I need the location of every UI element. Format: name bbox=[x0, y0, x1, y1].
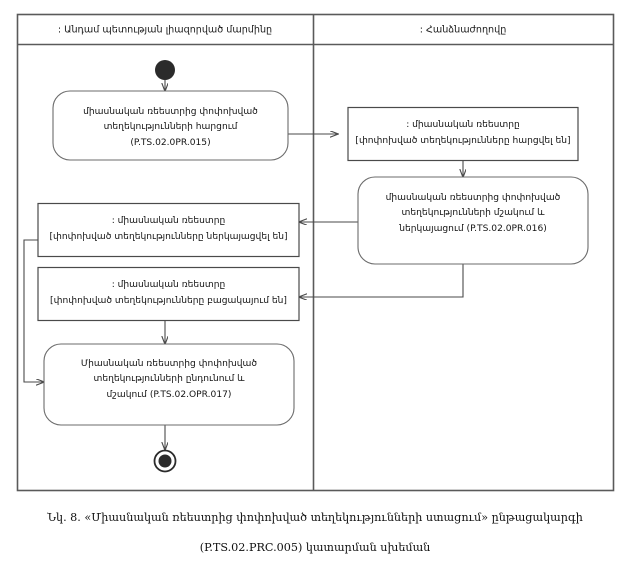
activity-2-line3: ներկայացում (P.TS.02.0PR.016) bbox=[398, 224, 547, 234]
activity-2-line2: տեղեկությունների մշակում և bbox=[402, 208, 546, 218]
state-3-line1: : միասնական ռեեստրը bbox=[112, 280, 226, 290]
activity-2-shape[interactable] bbox=[357, 176, 589, 265]
activity-1-line1: միասնական ռեեստրից փոփոխված bbox=[83, 107, 258, 117]
state-2-line1: : միասնական ռեեստրը bbox=[112, 216, 226, 226]
final-node-core bbox=[158, 454, 172, 468]
activity-1-shape[interactable] bbox=[52, 90, 289, 161]
object-state-node-1[interactable]: : միասնական ռեեստրը [փոփոխված տեղեկությո… bbox=[347, 106, 579, 162]
activity-1-line3: (P.TS.02.0PR.015) bbox=[130, 138, 210, 148]
figure-caption-line-1: Նկ. 8. «Միասնական ռեեստրից փոփոխված տեղե… bbox=[46, 511, 583, 524]
activity-3-line3: մշակում (P.TS.02.OPR.017) bbox=[107, 390, 232, 400]
figure-caption-line-2: (P.TS.02.PRC.005) կատարման սխեման bbox=[200, 541, 431, 554]
state-1-shape[interactable] bbox=[347, 106, 579, 162]
initial-node bbox=[155, 60, 175, 80]
state-2-line2: [փոփոխված տեղեկությունները ներկայացվել ե… bbox=[49, 232, 287, 242]
lane-title-right: : Հանձնաժողովը bbox=[420, 25, 507, 36]
activity-node-2[interactable]: միասնական ռեեստրից փոփոխված տեղեկություն… bbox=[357, 176, 589, 265]
activity-1-line2: տեղեկությունների հարցում bbox=[104, 122, 238, 132]
edge-state2-to-activity3 bbox=[23, 239, 44, 382]
final-node-ring bbox=[153, 449, 177, 473]
activity-3-line2: տեղեկությունների ընդունում և bbox=[93, 374, 245, 384]
state-2-shape[interactable] bbox=[37, 202, 300, 258]
lane-title-left: : Անդամ պետության լիազորված մարմինը bbox=[58, 25, 272, 36]
activity-node-1[interactable]: միասնական ռեեստրից փոփոխված տեղեկություն… bbox=[52, 90, 289, 161]
activity-3-line1: Միասնական ռեեստրից փոփոխված bbox=[81, 359, 257, 369]
edge-activity2-to-state3 bbox=[299, 264, 464, 297]
activity-2-line1: միասնական ռեեստրից փոփոխված bbox=[386, 193, 561, 203]
object-state-node-2[interactable]: : միասնական ռեեստրը [փոփոխված տեղեկությո… bbox=[37, 202, 300, 258]
control-flow-edges bbox=[23, 80, 464, 450]
object-state-node-3[interactable]: : միասնական ռեեստրը [փոփոխված տեղեկությո… bbox=[37, 266, 300, 322]
activity-node-3[interactable]: Միասնական ռեեստրից փոփոխված տեղեկություն… bbox=[43, 343, 295, 426]
state-3-shape[interactable] bbox=[37, 266, 300, 322]
state-1-line2: [փոփոխված տեղեկությունները հարցվել են] bbox=[355, 136, 570, 146]
final-node bbox=[153, 449, 177, 473]
activity-3-shape[interactable] bbox=[43, 343, 295, 426]
state-1-line1: : միասնական ռեեստրը bbox=[406, 120, 520, 130]
state-3-line2: [փոփոխված տեղեկությունները բացակայում են… bbox=[50, 296, 287, 306]
